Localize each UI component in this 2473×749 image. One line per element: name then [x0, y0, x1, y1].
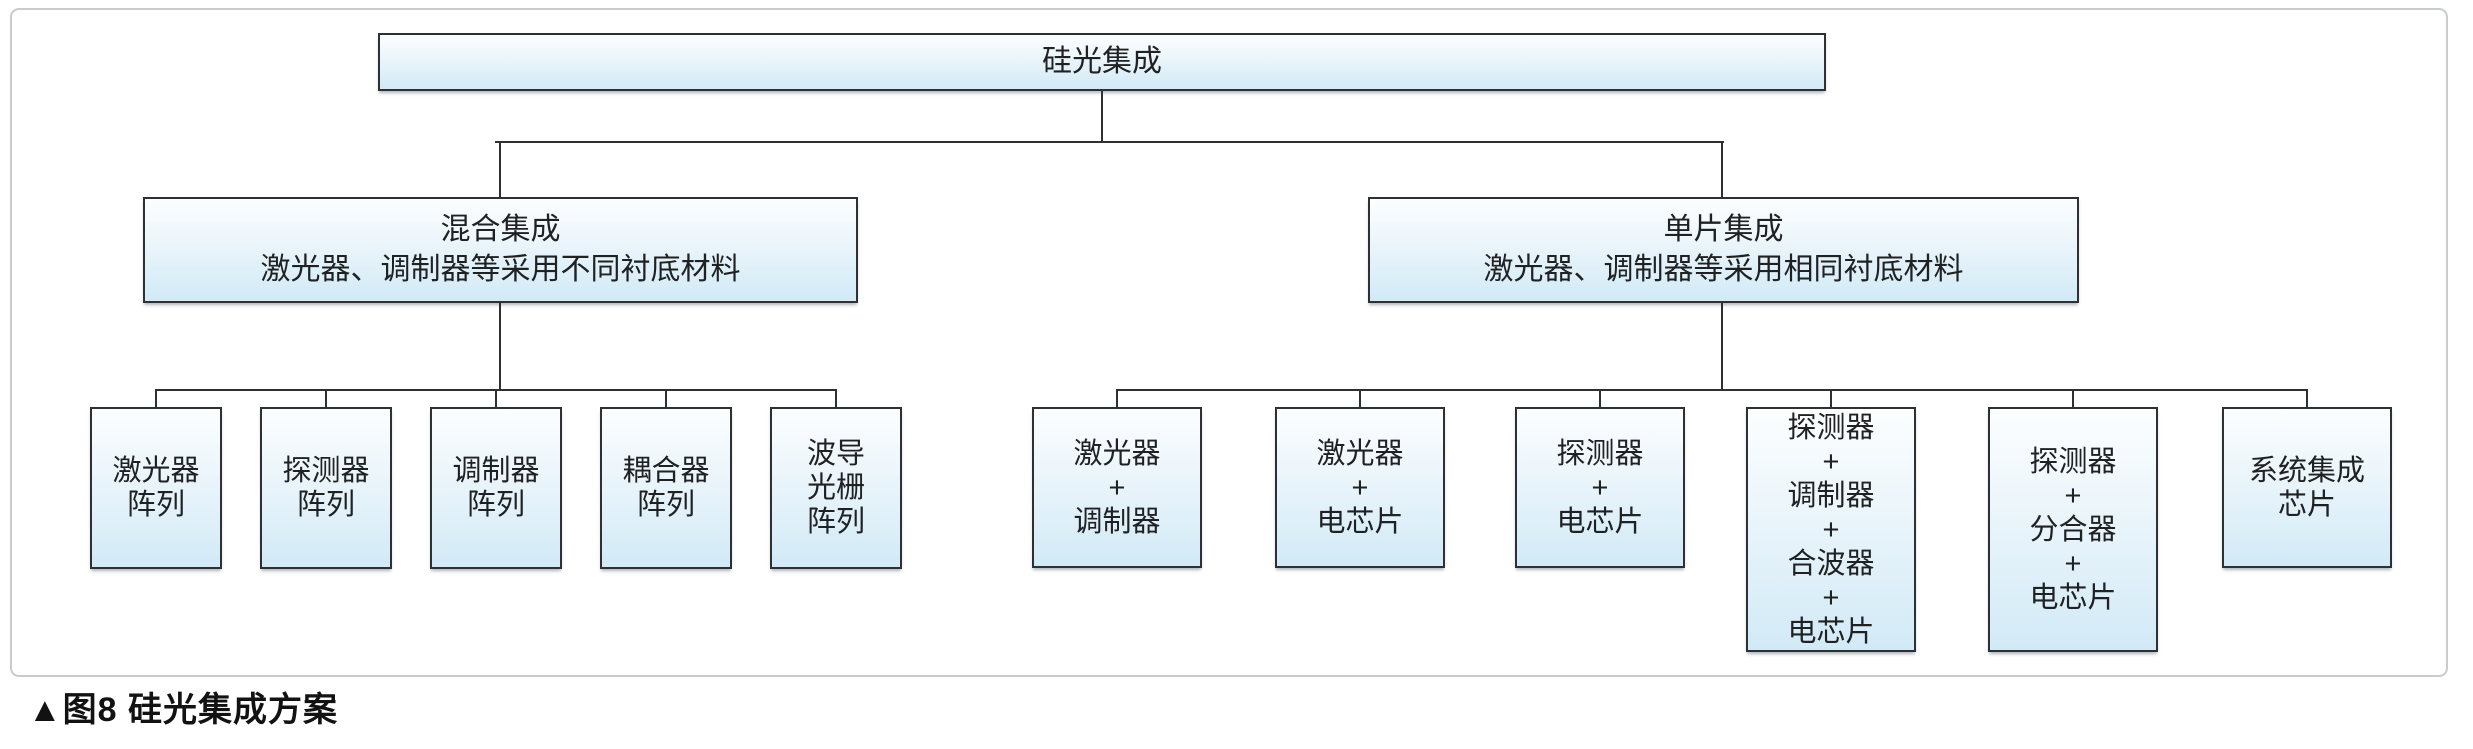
- leaf-waveguide-grating-array: 波导 光栅 阵列: [770, 407, 902, 569]
- leaf-detector-modulator-mux-chip: 探测器 + 调制器 + 合波器 + 电芯片: [1746, 407, 1916, 652]
- leaf-laser-electronic-chip: 激光器 + 电芯片: [1275, 407, 1445, 568]
- connector-left-drop-1: [155, 391, 157, 407]
- node-monolithic-title: 单片集成: [1663, 213, 1784, 246]
- leaf-laser-modulator: 激光器 + 调制器: [1032, 407, 1202, 568]
- connector-left-drop-3: [495, 391, 497, 407]
- connector-right-drop-4: [1830, 391, 1832, 407]
- connector-drop-hybrid: [499, 143, 501, 197]
- node-hybrid-title: 混合集成: [440, 213, 561, 246]
- leaf-modulator-array: 调制器 阵列: [430, 407, 562, 569]
- connector-right-drop-5: [2072, 391, 2074, 407]
- connector-right-drop-2: [1359, 391, 1361, 407]
- leaf-coupler-array: 耦合器 阵列: [600, 407, 732, 569]
- leaf-detector-electronic-chip: 探测器 + 电芯片: [1515, 407, 1685, 568]
- connector-right-drop-1: [1116, 391, 1118, 407]
- leaf-laser-array: 激光器 阵列: [90, 407, 222, 569]
- node-hybrid-integration: 混合集成 激光器、调制器等采用不同衬底材料: [143, 197, 858, 303]
- leaf-detector-array: 探测器 阵列: [260, 407, 392, 569]
- figure-caption: ▲图8 硅光集成方案: [28, 691, 339, 729]
- connector-left-drop-4: [665, 391, 667, 407]
- leaf-detector-splitter-chip: 探测器 + 分合器 + 电芯片: [1988, 407, 2158, 652]
- connector-right-drop-6: [2306, 391, 2308, 407]
- connector-level1-horizontal: [495, 141, 1724, 143]
- connector-root-drop: [1101, 91, 1103, 141]
- node-root: 硅光集成: [378, 33, 1826, 91]
- connector-left-drop-5: [835, 391, 837, 407]
- connector-monolithic-down: [1721, 303, 1723, 389]
- connector-hybrid-down: [499, 303, 501, 389]
- connector-right-horizontal: [1116, 389, 2308, 391]
- node-root-label: 硅光集成: [1042, 45, 1162, 78]
- node-monolithic-integration: 单片集成 激光器、调制器等采用相同衬底材料: [1368, 197, 2079, 303]
- leaf-system-integrated-chip: 系统集成 芯片: [2222, 407, 2392, 568]
- connector-left-drop-2: [325, 391, 327, 407]
- connector-drop-monolithic: [1721, 143, 1723, 197]
- node-monolithic-subtitle: 激光器、调制器等采用相同衬底材料: [1483, 253, 1964, 286]
- node-hybrid-subtitle: 激光器、调制器等采用不同衬底材料: [260, 253, 741, 286]
- connector-right-drop-3: [1599, 391, 1601, 407]
- connector-left-horizontal: [155, 389, 837, 391]
